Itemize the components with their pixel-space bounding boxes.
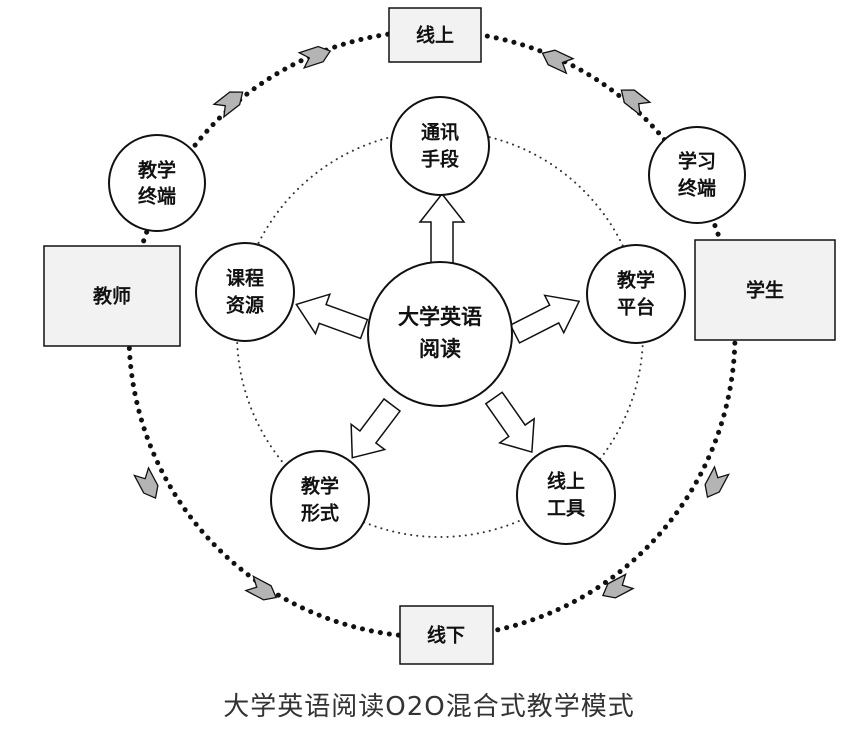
form-node: 教学 形式 — [270, 450, 370, 550]
student-box-label: 学生 — [746, 279, 784, 302]
resources-node: 课程 资源 — [195, 242, 295, 342]
student-terminal-line2: 终端 — [678, 177, 716, 200]
chevron-icon — [133, 466, 159, 500]
teacher-box: 教师 — [43, 245, 181, 347]
arrow-lower-left-icon — [350, 397, 402, 459]
form-line2: 形式 — [301, 502, 339, 525]
platform-line2: 平台 — [617, 296, 655, 319]
center-arrows — [295, 192, 581, 459]
center-line2: 阅读 — [419, 337, 461, 361]
arrow-lower-right-icon — [484, 391, 536, 454]
tools-node: 线上 工具 — [516, 445, 616, 545]
chevron-icon — [601, 573, 635, 599]
chevron-icon — [704, 465, 730, 499]
teacher-box-label: 教师 — [93, 285, 131, 308]
online-box-label: 线上 — [416, 24, 454, 47]
offline-box: 线下 — [399, 605, 494, 665]
resources-line1: 课程 — [226, 268, 264, 290]
resources-line2: 资源 — [226, 294, 264, 317]
teacher-terminal-line1: 教学 — [138, 159, 176, 182]
chevron-icon — [212, 91, 244, 119]
tools-line1: 线上 — [547, 470, 585, 493]
student-terminal-node: 学习 终端 — [648, 126, 746, 224]
comm-node: 通讯 手段 — [390, 96, 490, 196]
form-line1: 教学 — [301, 475, 339, 498]
chevron-icon — [620, 89, 652, 117]
tools-line2: 工具 — [547, 498, 585, 520]
comm-line2: 手段 — [421, 148, 460, 171]
o2o-diagram: 线上 线下 教师 学生 教学 终端 学习 终端 大学英语 阅读 通讯 — [43, 7, 836, 665]
arrow-up-icon — [418, 192, 466, 273]
student-box: 学生 — [694, 239, 836, 341]
offline-box-label: 线下 — [427, 624, 465, 647]
comm-line1: 通讯 — [421, 122, 459, 144]
chevron-icon — [244, 575, 278, 601]
platform-line1: 教学 — [617, 269, 655, 292]
figure-caption: 大学英语阅读O2O混合式教学模式 — [223, 692, 635, 722]
center-node: 大学英语 阅读 — [367, 261, 513, 407]
center-line1: 大学英语 — [398, 305, 482, 329]
arrow-upper-left-icon — [295, 293, 369, 340]
chevron-icon — [541, 49, 575, 75]
arrow-upper-right-icon — [509, 294, 581, 344]
teacher-terminal-node: 教学 终端 — [108, 134, 206, 232]
online-box: 线上 — [388, 7, 482, 63]
platform-node: 教学 平台 — [586, 244, 686, 344]
teacher-terminal-line2: 终端 — [138, 185, 176, 208]
ring-chevron-markers — [133, 45, 730, 601]
student-terminal-line1: 学习 — [678, 150, 716, 173]
chevron-icon — [297, 45, 332, 70]
